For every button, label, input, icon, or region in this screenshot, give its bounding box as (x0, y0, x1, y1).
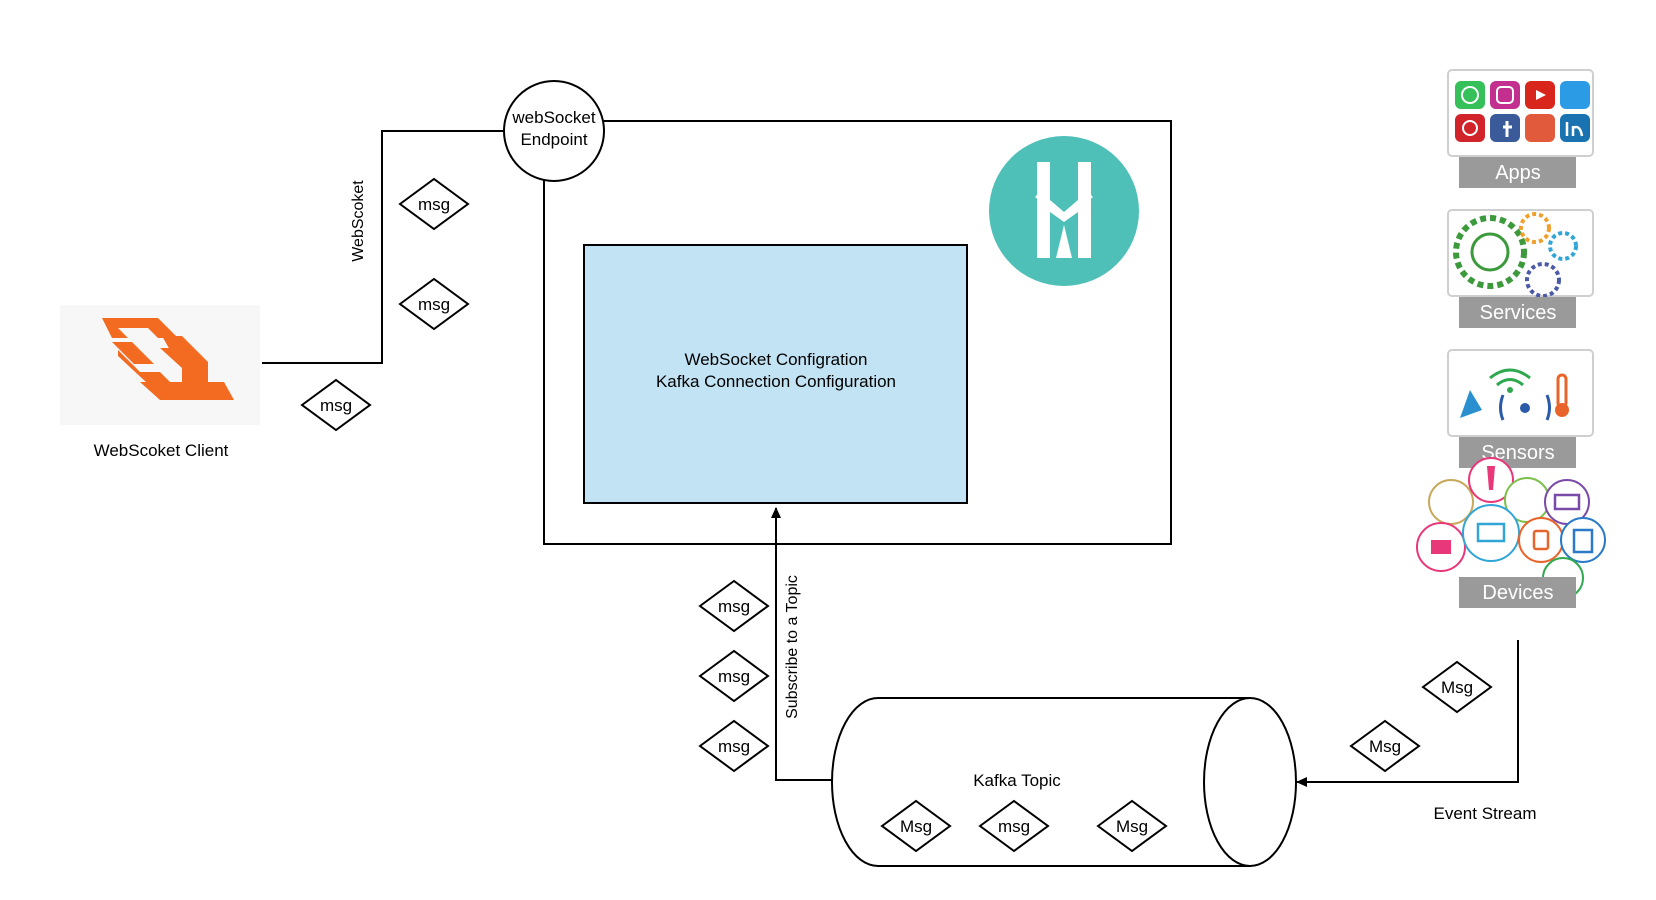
msg-diamond-shape (1349, 719, 1421, 773)
msg-label: Msg (1116, 817, 1148, 836)
msg-label: msg (998, 817, 1030, 836)
msg-label: msg (320, 396, 352, 415)
devices-icon (1416, 457, 1606, 599)
services-badge (1459, 297, 1576, 328)
msg-label: msg (718, 667, 750, 686)
subscribe-msg-3: msg (698, 719, 770, 773)
msg-diamond-shape (698, 649, 770, 703)
config-line-2: Kafka Connection Configuration (656, 372, 896, 391)
kafka-connector-logo-icon (989, 136, 1139, 286)
connector-container (543, 120, 1172, 545)
msg-label: msg (718, 737, 750, 756)
event-stream-label: Event Stream (1434, 804, 1537, 823)
services-label: Services (1480, 302, 1557, 324)
websocket-edge-label: WebScoket (350, 180, 367, 262)
msg-label: msg (418, 195, 450, 214)
kafka-topic-label: Kafka Topic (973, 771, 1061, 790)
kafka-topic-msg-3: Msg (1096, 799, 1168, 853)
event-stream-msg-1: Msg (1421, 660, 1493, 714)
websocket-msg-3: msg (300, 378, 372, 432)
apps-badge (1459, 157, 1576, 188)
subscribe-arrow (771, 507, 833, 781)
subscribe-msg-2: msg (698, 649, 770, 703)
devices-badge (1459, 577, 1576, 608)
endpoint-line-2: Endpoint (520, 130, 587, 149)
apps-label: Apps (1495, 162, 1541, 184)
msg-diamond-shape (398, 277, 470, 331)
event-stream-arrow (1296, 640, 1519, 787)
msg-diamond-shape (300, 378, 372, 432)
msg-diamond-shape (1096, 799, 1168, 853)
msg-label: msg (718, 597, 750, 616)
endpoint-line-1: webSocket (511, 108, 595, 127)
event-stream-msg-2: Msg (1349, 719, 1421, 773)
sensors-icon (1460, 368, 1569, 421)
websocket-client-label: WebScoket Client (94, 441, 229, 460)
websocket-msg-2: msg (398, 277, 470, 331)
config-box (583, 244, 968, 504)
msg-label: msg (418, 295, 450, 314)
source-sensors: Sensors (1447, 349, 1594, 468)
websocket-endpoint-circle (503, 80, 605, 182)
devices-label: Devices (1482, 582, 1553, 604)
msg-diamond-shape (1421, 660, 1493, 714)
websocket-msg-1: msg (398, 177, 470, 231)
config-line-1: WebSocket Configration (684, 350, 867, 369)
msg-label: Msg (1441, 678, 1473, 697)
source-devices: Devices (1416, 457, 1606, 608)
subscribe-edge-label: Subscribe to a Topic (784, 575, 801, 719)
source-apps: Apps (1447, 69, 1594, 188)
msg-diamond-shape (698, 579, 770, 633)
msg-diamond-shape (880, 799, 952, 853)
gears-icon (1453, 212, 1578, 298)
msg-label: Msg (900, 817, 932, 836)
msg-diamond-shape (978, 799, 1050, 853)
kafka-topic-msg-2: msg (978, 799, 1050, 853)
app-icons-grid-icon (1455, 81, 1590, 142)
subscribe-msg-1: msg (698, 579, 770, 633)
source-services: Services (1447, 209, 1594, 328)
msg-diamond-shape (398, 177, 470, 231)
msg-diamond-shape (698, 719, 770, 773)
kafka-topic-msg-1: Msg (880, 799, 952, 853)
client-to-endpoint-line (262, 130, 503, 364)
msg-label: Msg (1369, 737, 1401, 756)
websocket-logo-icon (60, 305, 260, 425)
sensors-label: Sensors (1481, 442, 1554, 464)
